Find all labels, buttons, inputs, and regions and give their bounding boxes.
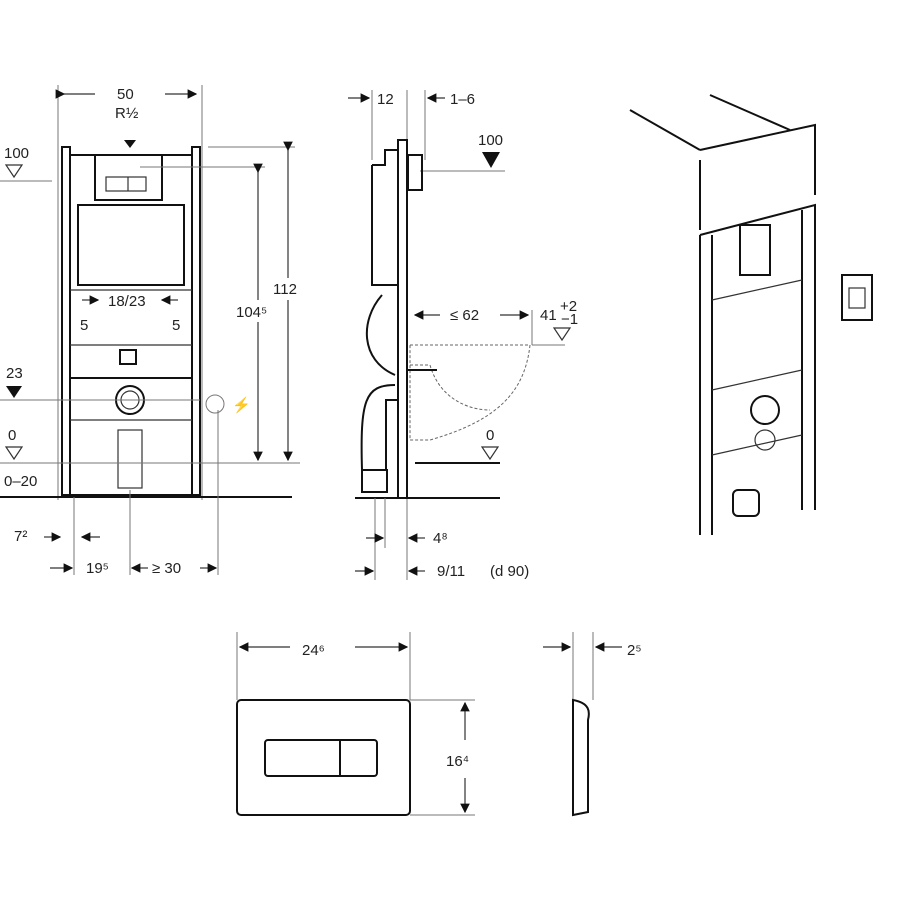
dim-7-label: 7²: [14, 528, 27, 545]
max-62-label: ≤ 62: [450, 307, 479, 324]
height-41-label: 41: [540, 307, 557, 324]
electric-icon: ⚡: [232, 396, 251, 414]
dim-4-label: 4⁸: [433, 530, 448, 547]
pipe-d90-label: (d 90): [490, 563, 529, 580]
depth-12-label: 12: [377, 91, 394, 108]
tolerance-plus-label: +2: [560, 298, 577, 315]
plate-thickness-label: 2⁵: [627, 642, 642, 659]
plate-height-label: 16⁴: [446, 753, 469, 770]
spacing-18-23-label: 18/23: [108, 293, 146, 310]
dim-9-11-label: 9/11: [437, 563, 465, 580]
height-112-label: 112: [273, 281, 297, 298]
height-104-label: 104⁵: [236, 304, 267, 321]
floor-range-label: 0–20: [4, 473, 37, 490]
dim-19-label: 19⁵: [86, 560, 109, 577]
level-100-label: 100: [4, 145, 29, 162]
dim-1-6-label: 1–6: [450, 91, 475, 108]
width-50-label: 50: [117, 86, 134, 103]
level-0-label: 0: [8, 427, 16, 444]
front-view: 50 R½ ⚡ 18/23 5 5 100 23 0 0–20 104: [0, 85, 302, 577]
connection-label: R½: [115, 105, 139, 122]
tolerance-minus-label: −1: [561, 311, 578, 328]
dim-5-left-label: 5: [80, 317, 88, 334]
side-level-100-label: 100: [478, 132, 503, 149]
level-23-label: 23: [6, 365, 23, 382]
dim-min30-label: ≥ 30: [152, 560, 181, 577]
side-view: 12 1–6 100 ≤ 62 41 +2 −1 0 4⁸ 9/11 (d 90…: [348, 90, 578, 580]
flush-plate-view: 24⁶ 16⁴ 2⁵: [236, 632, 642, 817]
isometric-view: [629, 94, 873, 535]
plate-width-label: 24⁶: [302, 642, 325, 659]
dim-5-right-label: 5: [172, 317, 180, 334]
side-level-0-label: 0: [486, 427, 494, 444]
